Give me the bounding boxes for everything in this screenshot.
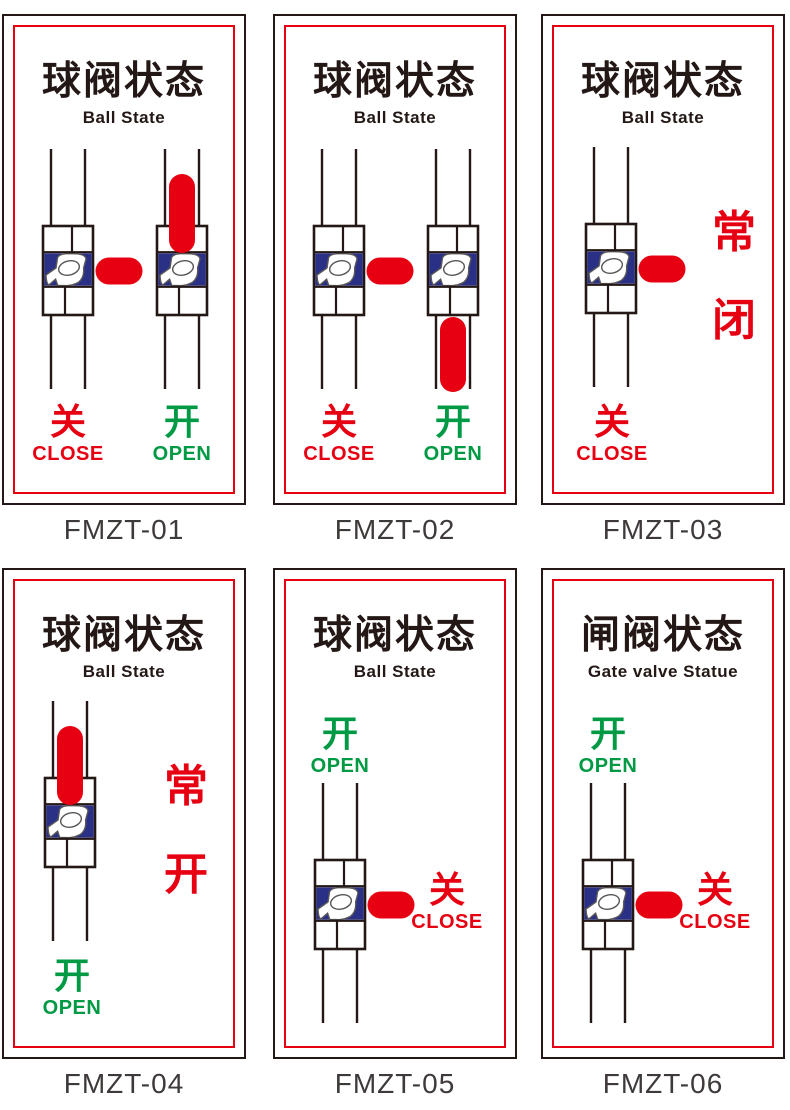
card-cell-3: 球阀状态 Ball State 常 闭 关 CLOSE FMZT-03 (541, 14, 785, 546)
card-fmzt-02: 球阀状态 Ball State 关 CLOSE 开 OPEN (273, 14, 517, 505)
card-cell-1: 球阀状态 Ball State 关 CLOSE 开 OPEN FMZT-01 (2, 14, 246, 546)
valve-handle-horizontal (366, 257, 414, 285)
state-label-open: 开 OPEN (132, 401, 232, 465)
card-subtitle: Gate valve Statue (587, 662, 739, 681)
valve-handle-vertical-top (57, 726, 83, 805)
card-subtitle: Ball State (82, 662, 166, 681)
state-zh: 关 (696, 869, 733, 910)
state-en: OPEN (578, 755, 638, 777)
state-zh: 关 (593, 401, 630, 442)
valve-diagram-open (155, 149, 209, 391)
card-code: FMZT-05 (334, 1068, 456, 1099)
state-en: CLOSE (32, 443, 104, 465)
valve-handle-horizontal (95, 257, 143, 285)
state-label-open: 开 OPEN (290, 713, 390, 777)
state-label-open: 开 OPEN (22, 955, 122, 1019)
state-en: CLOSE (679, 911, 751, 933)
state-zh: 开 (434, 401, 471, 442)
state-zh: 开 (589, 713, 626, 754)
normally-open-char-1: 常 (164, 762, 208, 811)
state-en: OPEN (423, 443, 483, 465)
card-code: FMZT-01 (63, 514, 185, 545)
state-en: OPEN (310, 755, 370, 777)
valve-diagram-closed (312, 149, 414, 391)
state-en: CLOSE (576, 443, 648, 465)
normally-closed-char-1: 常 (712, 208, 756, 257)
card-fmzt-05: 球阀状态 Ball State 开 OPEN 关 CLOSE (273, 568, 517, 1059)
normally-open-char-2: 开 (164, 850, 208, 899)
card-fmzt-06: 闸阀状态 Gate valve Statue 开 OPEN 关 CLOSE (541, 568, 785, 1059)
card-title: 球阀状态 (312, 60, 477, 103)
card-subtitle: Ball State (82, 108, 166, 127)
state-label-open: 开 OPEN (403, 401, 503, 465)
valve-diagram-closed (41, 149, 143, 391)
card-subtitle: Ball State (621, 108, 705, 127)
card-code: FMZT-02 (334, 514, 456, 545)
card-fmzt-01: 球阀状态 Ball State 关 CLOSE 开 OPEN (2, 14, 246, 505)
valve-handle-horizontal (635, 891, 683, 919)
card-subtitle: Ball State (353, 108, 437, 127)
valve-diagram-closed (313, 783, 415, 1025)
card-fmzt-03: 球阀状态 Ball State 常 闭 关 CLOSE (541, 14, 785, 505)
card-cell-4: 球阀状态 Ball State 常 开 开 OPEN FMZT-04 (2, 568, 246, 1100)
state-en: CLOSE (411, 911, 483, 933)
card-title: 球阀状态 (41, 614, 206, 657)
state-zh: 开 (321, 713, 358, 754)
card-cell-6: 闸阀状态 Gate valve Statue 开 OPEN 关 CLOSE FM… (541, 568, 785, 1100)
card-title: 球阀状态 (41, 60, 206, 103)
card-fmzt-04: 球阀状态 Ball State 常 开 开 OPEN (2, 568, 246, 1059)
state-en: OPEN (152, 443, 212, 465)
state-zh: 关 (49, 401, 86, 442)
state-label-close: 关 CLOSE (665, 869, 765, 933)
valve-diagram-closed (584, 147, 686, 389)
state-zh: 关 (428, 869, 465, 910)
state-label-close: 关 CLOSE (289, 401, 389, 465)
valve-handle-horizontal (367, 891, 415, 919)
valve-handle-vertical-top (169, 174, 195, 253)
card-title: 球阀状态 (580, 60, 745, 103)
state-zh: 关 (320, 401, 357, 442)
card-code: FMZT-06 (602, 1068, 724, 1099)
state-zh: 开 (53, 955, 90, 996)
valve-diagram-closed (581, 783, 683, 1025)
card-code: FMZT-04 (63, 1068, 185, 1099)
card-subtitle: Ball State (353, 662, 437, 681)
card-code: FMZT-03 (602, 514, 724, 545)
state-en: CLOSE (303, 443, 375, 465)
state-label-close: 关 CLOSE (397, 869, 497, 933)
card-title: 闸阀状态 (580, 614, 745, 657)
card-cell-5: 球阀状态 Ball State 开 OPEN 关 CLOSE FMZT-05 (273, 568, 517, 1100)
normally-closed-char-2: 闭 (712, 296, 756, 345)
card-title: 球阀状态 (312, 614, 477, 657)
valve-diagram-open (426, 149, 480, 392)
state-label-open: 开 OPEN (558, 713, 658, 777)
valve-handle-vertical-bottom (440, 317, 466, 392)
state-en: OPEN (42, 997, 102, 1019)
card-cell-2: 球阀状态 Ball State 关 CLOSE 开 OPEN FMZT-02 (273, 14, 517, 546)
valve-handle-horizontal (638, 255, 686, 283)
state-label-close: 关 CLOSE (18, 401, 118, 465)
state-label-close: 关 CLOSE (562, 401, 662, 465)
state-zh: 开 (163, 401, 200, 442)
valve-diagram-open (43, 701, 97, 943)
